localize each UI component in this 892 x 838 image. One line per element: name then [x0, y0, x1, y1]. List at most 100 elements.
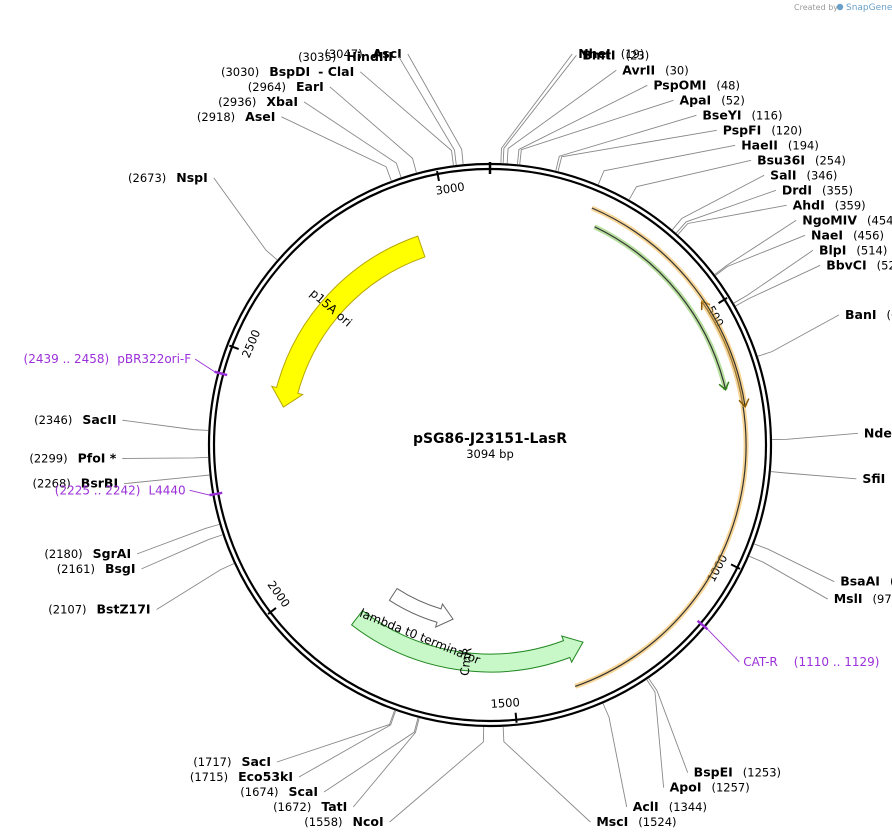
- site-leader-line: [389, 726, 485, 823]
- site-name: SgrAI: [93, 546, 131, 561]
- site-leader-line: [502, 726, 591, 823]
- site-ahdi[interactable]: AhdI(359): [677, 197, 866, 235]
- site-avrii[interactable]: AvrII(30): [506, 62, 689, 164]
- site-position: (2161): [57, 562, 95, 576]
- primer-mark: [214, 370, 228, 377]
- site-bsu36i[interactable]: Bsu36I(254): [628, 152, 846, 200]
- site-position: (2180): [44, 547, 82, 561]
- site-name: PspFI: [723, 122, 762, 137]
- site-tati[interactable]: TatI(1672): [273, 717, 420, 814]
- site-scai[interactable]: ScaI(1674): [240, 717, 419, 799]
- site-leader-line: [555, 114, 697, 171]
- site-name: SacI: [241, 754, 271, 769]
- plasmid-length: 3094 bp: [466, 447, 514, 461]
- site-position: (2346): [34, 413, 72, 427]
- site-position: (514): [856, 243, 887, 257]
- site-pspomi[interactable]: PspOMI(48): [516, 77, 740, 165]
- primer-cat-r[interactable]: CAT-R(1110 .. 1129): [696, 619, 880, 669]
- site-asci[interactable]: AscI(3047): [324, 46, 464, 165]
- site-eari[interactable]: EarI(2964): [248, 79, 417, 173]
- site-bstz17i[interactable]: BstZ17I(2107): [48, 563, 235, 616]
- site-ncoi[interactable]: NcoI(1558): [304, 726, 485, 829]
- site-msci[interactable]: MscI(1524): [502, 726, 677, 829]
- site-name: BbvCI: [826, 257, 866, 272]
- primer-pbr322ori-f[interactable]: pBR322ori-F (2439 .. 2458): [24, 352, 228, 377]
- site-hindiii[interactable]: HindIII(3035): [298, 49, 457, 166]
- site-bsgi[interactable]: BsgI(2161): [57, 534, 223, 576]
- site-name: ScaI: [289, 784, 319, 799]
- site-leader-line: [303, 101, 402, 178]
- site-leader-line: [323, 717, 419, 793]
- snapgene-logo-icon: [836, 3, 844, 11]
- site-name: BsaAI: [840, 574, 880, 589]
- site-sfii[interactable]: SfiI(820): [770, 471, 892, 486]
- site-bbvci[interactable]: BbvCI(520): [735, 257, 892, 307]
- site-position: (1257): [711, 781, 749, 795]
- site-leader-line: [770, 471, 857, 480]
- site-bsrbi[interactable]: BsrBI(2268): [33, 474, 210, 491]
- feature-cmr: [350, 609, 584, 673]
- site-msli[interactable]: MslI(973): [748, 555, 892, 606]
- site-asei[interactable]: AseI(2918): [197, 109, 392, 181]
- site-leader-line: [602, 703, 628, 808]
- site-drdi[interactable]: DrdI(355): [675, 182, 853, 234]
- site-bspei[interactable]: BspEI(1253): [648, 677, 781, 780]
- primer-mark: [696, 619, 709, 631]
- primer-leader-line: [189, 489, 210, 496]
- site-ndei[interactable]: NdeI(764): [771, 425, 892, 440]
- site-blpi[interactable]: BlpI(514): [733, 242, 888, 304]
- site-name: MscI: [596, 814, 628, 829]
- site-naei[interactable]: NaeI(456): [715, 227, 884, 276]
- site-bmti[interactable]: BmtI(23): [502, 47, 649, 164]
- site-leader-line: [714, 219, 797, 275]
- site-name: AseI: [245, 109, 275, 124]
- site-name: NheI: [578, 46, 611, 61]
- site-position: (346): [806, 168, 837, 182]
- primer-name: L4440: [148, 483, 185, 497]
- site-name: AclI: [633, 799, 659, 814]
- site-position: (30): [665, 63, 689, 77]
- site-haeii[interactable]: HaeII(194): [597, 137, 819, 185]
- site-position: (3047): [324, 47, 362, 61]
- tick-label: 1500: [490, 695, 520, 711]
- site-pfoi[interactable]: PfoI *(2299): [29, 451, 209, 466]
- site-bsaai[interactable]: BsaAI(950): [753, 543, 892, 589]
- site-sali[interactable]: SalI(346): [671, 167, 837, 231]
- site-name-suffix: - ClaI: [318, 64, 354, 79]
- site-leader-line: [677, 204, 787, 235]
- site-eco53ki[interactable]: Eco53kI(1715): [190, 710, 397, 784]
- site-name: NcoI: [353, 814, 384, 829]
- site-bani[interactable]: BanI(616): [757, 307, 892, 357]
- site-acli[interactable]: AclI(1344): [602, 703, 707, 814]
- site-leader-line: [136, 523, 220, 555]
- site-name: BstZ17I: [97, 601, 151, 616]
- site-name: SacII: [82, 412, 116, 427]
- site-bseyi[interactable]: BseYI(116): [555, 107, 783, 171]
- site-name: BspDI: [269, 64, 310, 79]
- site-position: (52): [721, 93, 745, 107]
- site-leader-line: [213, 177, 278, 261]
- site-leader-line: [671, 174, 765, 231]
- site-nhei[interactable]: NheI(19): [500, 46, 644, 164]
- site-leader-line: [675, 189, 777, 234]
- site-nspi[interactable]: NspI(2673): [128, 170, 278, 261]
- site-leader-line: [502, 55, 577, 164]
- site-leader-line: [516, 84, 648, 165]
- orf-line: [574, 300, 747, 687]
- site-name: NdeI: [864, 425, 892, 440]
- primer-name: pBR322ori-F: [117, 352, 191, 366]
- site-leader-line: [597, 144, 736, 185]
- site-apai[interactable]: ApaI(52): [519, 92, 745, 165]
- site-pspfi[interactable]: PspFI(120): [557, 122, 802, 172]
- site-leader-line: [122, 456, 209, 459]
- site-apoi[interactable]: ApoI(1257): [646, 679, 750, 795]
- primer-range: (2439 .. 2458): [24, 352, 110, 366]
- site-ngomiv[interactable]: NgoMIV(454): [714, 212, 892, 275]
- primer-l4440[interactable]: L4440(2225 .. 2242): [55, 483, 223, 497]
- snapgene-credit: Created by SnapGene: [794, 3, 892, 13]
- site-saci[interactable]: SacI(1717): [193, 710, 395, 769]
- site-sgrai[interactable]: SgrAI (2180): [44, 523, 220, 561]
- site-xbai[interactable]: XbaI(2936): [218, 94, 402, 178]
- site-sacii[interactable]: SacII (2346): [34, 412, 209, 431]
